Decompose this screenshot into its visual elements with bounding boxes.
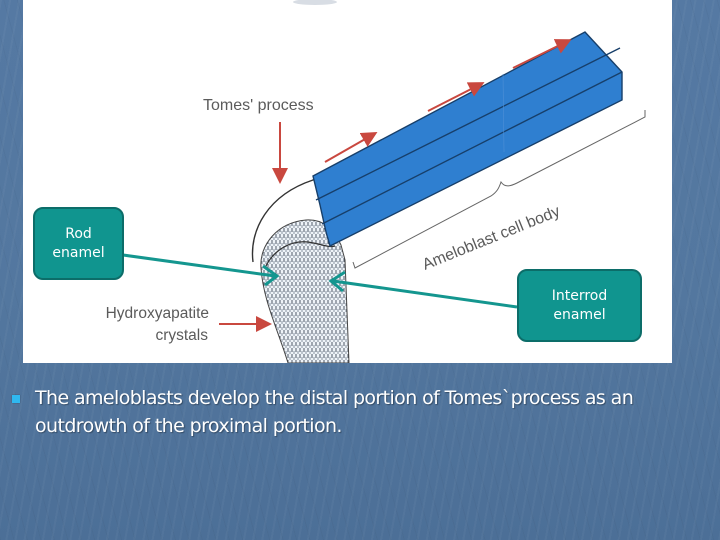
diagram-figure: Tomes' process Ameloblast cell body Hydr… [23, 0, 672, 363]
label-crystals: crystals [155, 327, 208, 344]
ameloblast-cell-body [312, 31, 623, 248]
movement-arrow [427, 82, 485, 112]
rod-enamel-arrow [122, 253, 280, 287]
bullet-item: The ameloblasts develop the distal porti… [12, 384, 702, 440]
callout-interrod-enamel-line2: enamel [553, 306, 606, 323]
bullet-list: The ameloblasts develop the distal porti… [12, 384, 702, 440]
top-artifact [293, 0, 337, 5]
callout-interrod-enamel: Interrod enamel [517, 269, 642, 342]
tomes-process-diagram: Tomes' process Ameloblast cell body Hydr… [106, 0, 646, 363]
square-bullet-icon [12, 395, 20, 403]
label-hydroxyapatite: Hydroxyapatite [106, 305, 209, 322]
movement-arrow [324, 132, 378, 163]
rod-boundary [264, 241, 336, 269]
process-outline [251, 177, 316, 263]
movement-arrow [512, 39, 572, 69]
label-ameloblast-cell-body: Ameloblast cell body [420, 203, 562, 274]
label-tomes-process: Tomes' process [203, 97, 314, 114]
callout-interrod-enamel-line1: Interrod [551, 287, 608, 304]
callout-rod-enamel: Rod enamel [33, 207, 124, 280]
cell-body-bracket [352, 110, 646, 269]
interrod-enamel-arrow [328, 270, 518, 309]
callout-rod-enamel-line2: enamel [52, 244, 105, 261]
bullet-text: The ameloblasts develop the distal porti… [35, 387, 634, 437]
callout-rod-enamel-line1: Rod [65, 225, 92, 242]
